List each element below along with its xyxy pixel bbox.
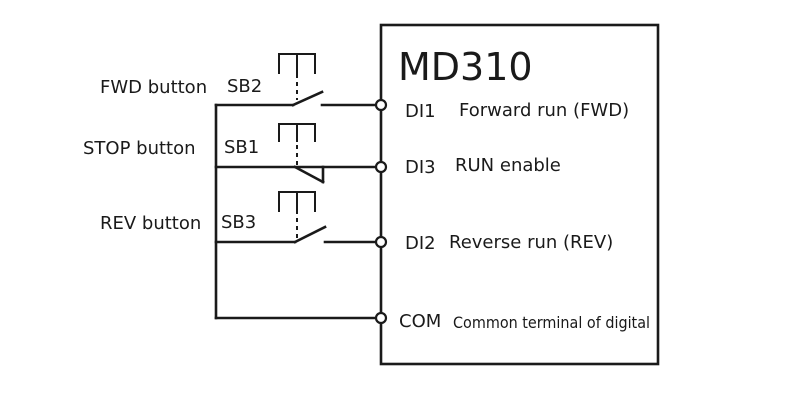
terminal-node-di2	[374, 235, 388, 249]
drive-model-label: MD310	[398, 45, 533, 89]
switch-sb2	[214, 53, 383, 107]
pushbutton-head-icon	[278, 53, 316, 74]
terminal-name-di1: DI1	[405, 101, 436, 122]
pushbutton-head-icon	[278, 123, 316, 142]
switch-sb1	[214, 123, 383, 184]
stop-button-label: STOP button	[83, 138, 196, 159]
switch-sb3	[214, 191, 383, 244]
sb3-label: SB3	[221, 212, 256, 233]
terminal-desc-com: Common terminal of digital	[453, 313, 650, 332]
rev-button-label: REV button	[100, 213, 201, 234]
terminal-node-di1	[374, 98, 388, 112]
sb1-label: SB1	[224, 137, 259, 158]
terminal-node-com	[374, 311, 388, 325]
terminal-name-di2: DI2	[405, 233, 436, 254]
terminal-desc-di2: Reverse run (REV)	[449, 232, 613, 253]
terminal-name-com: COM	[399, 311, 441, 332]
sb2-label: SB2	[227, 76, 262, 97]
terminal-desc-di1: Forward run (FWD)	[459, 100, 629, 121]
terminal-desc-di3: RUN enable	[455, 155, 561, 176]
drive-box	[379, 23, 660, 366]
terminal-name-di3: DI3	[405, 157, 436, 178]
terminal-node-di3	[374, 160, 388, 174]
pushbutton-head-icon	[278, 191, 316, 212]
fwd-button-label: FWD button	[100, 77, 207, 98]
